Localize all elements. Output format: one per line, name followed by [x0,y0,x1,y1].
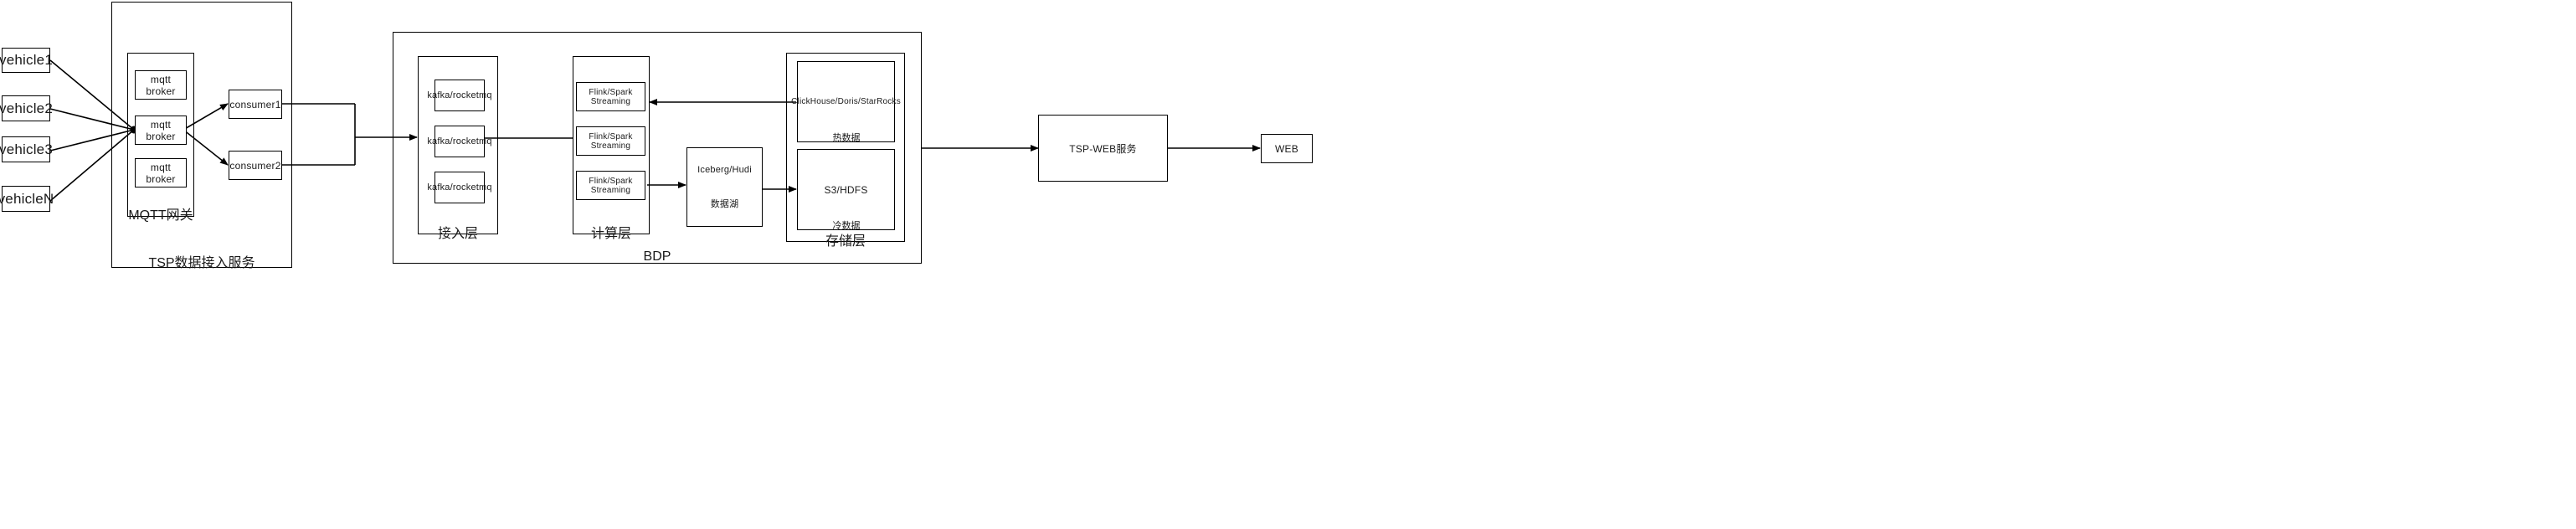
s3-hdfs-label: S3/HDFS [824,183,868,196]
kafka-box-1[interactable]: kafka/rocketmq [427,80,492,111]
mqtt-broker-label-1: mqtt broker [146,73,176,97]
mqtt-broker-label-3: mqtt broker [146,161,176,185]
kafka-label-1: kafka/rocketmq [427,90,492,100]
s3-hdfs-sublabel: 冷数据 [832,221,861,231]
flink-label-3: Flink/Spark Streaming [589,176,633,195]
tsp-web-service-label: TSP-WEB服务 [1069,142,1137,155]
mqtt-broker-label-2: mqtt broker [146,118,176,142]
compute-layer-label: 计算层 [590,227,632,241]
clickhouse-label: ClickHouse/Doris/StarRocks [791,97,901,106]
consumer-label-1: consumer1 [229,98,281,110]
consumer-box-1[interactable]: consumer1 [229,90,282,119]
kafka-box-3[interactable]: kafka/rocketmq [427,172,492,203]
vehicle-label-2: vehicle2 [0,100,53,116]
vehicle-box-2[interactable]: vehicle2 [0,95,53,121]
mqtt-broker-box-1[interactable]: mqtt broker [135,70,187,100]
data-lake-box[interactable]: Iceberg/Hudi 数据湖 [686,147,763,227]
clickhouse-sublabel: 热数据 [832,133,861,143]
ingest-layer-group [418,56,498,234]
tsp-ingest-group [111,2,292,268]
mqtt-gateway-group [127,53,194,217]
vehicle-box-3[interactable]: vehicle3 [0,136,53,162]
kafka-label-2: kafka/rocketmq [427,136,492,146]
s3-hdfs-box[interactable]: S3/HDFS [797,149,895,230]
mqtt-broker-box-2[interactable]: mqtt broker [135,116,187,145]
consumer-box-2[interactable]: consumer2 [229,151,282,180]
kafka-label-3: kafka/rocketmq [427,182,492,193]
data-lake-sublabel: 数据湖 [710,198,739,209]
storage-layer-label: 存储层 [825,234,866,249]
vehicle-label-1: vehicle1 [0,52,53,68]
vehicle-label-n: vehicleN [0,190,54,207]
consumer-label-2: consumer2 [229,159,281,172]
flink-box-1[interactable]: Flink/Spark Streaming [576,82,645,111]
data-lake-label: Iceberg/Hudi [697,164,752,175]
flink-box-2[interactable]: Flink/Spark Streaming [576,126,645,156]
kafka-box-2[interactable]: kafka/rocketmq [427,126,492,157]
storage-layer-group [786,53,905,242]
flink-box-3[interactable]: Flink/Spark Streaming [576,171,645,200]
tsp-web-service-box[interactable]: TSP-WEB服务 [1038,115,1168,182]
vehicle-label-3: vehicle3 [0,141,53,157]
web-client-label: WEB [1275,142,1298,155]
bdp-group-label: BDP [643,249,671,264]
vehicle-box-n[interactable]: vehicleN [0,186,54,212]
web-client-box[interactable]: WEB [1261,134,1313,163]
flink-label-2: Flink/Spark Streaming [589,131,633,151]
mqtt-broker-box-3[interactable]: mqtt broker [135,158,187,187]
vehicle-box-1[interactable]: vehicle1 [0,48,53,73]
tsp-ingest-group-label: TSP数据接入服务 [148,256,255,270]
compute-layer-group [573,56,650,234]
ingest-layer-label: 接入层 [437,227,479,241]
clickhouse-box[interactable]: ClickHouse/Doris/StarRocks [791,61,901,142]
flink-label-1: Flink/Spark Streaming [589,87,633,106]
mqtt-gateway-group-label: MQTT网关 [128,208,193,223]
bdp-group [393,32,922,264]
